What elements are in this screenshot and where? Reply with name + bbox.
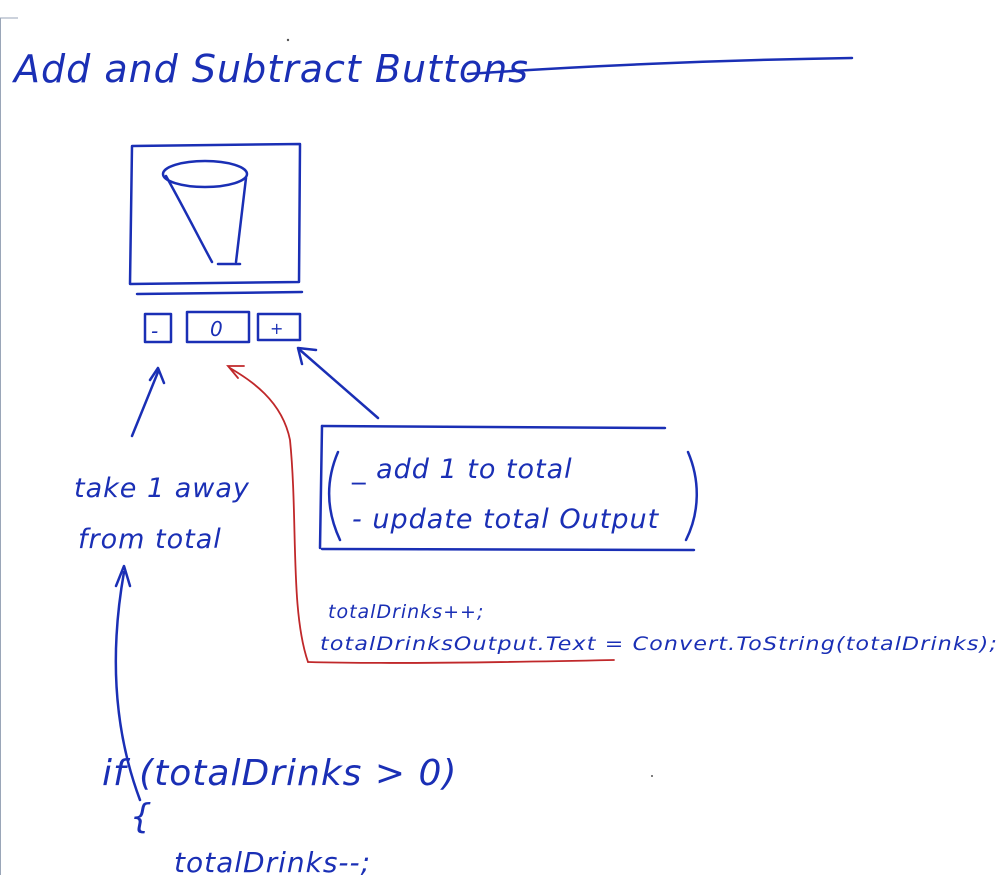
image-frame [128,142,302,286]
subtract-button[interactable]: - [143,312,173,344]
stray-mark [286,38,290,42]
total-display: 0 [185,310,251,344]
arrowhead-icon [114,564,132,588]
arrowhead-icon [226,365,245,379]
image-baseline [135,290,304,296]
stray-mark [651,775,653,777]
arrow-to-total [226,365,615,664]
arrow-to-add [296,346,380,420]
drink-image [128,142,304,296]
plus-label: + [270,319,284,338]
code-subtract-line1: if (totalDrinks > 0) [102,753,457,794]
arrow-to-subtract [130,366,166,438]
total-value: 0 [210,317,224,341]
cup-right-side [234,176,248,264]
minus-label: - [151,319,159,343]
subtract-note-line1: take 1 away [74,473,250,504]
code-subtract-line2: { [130,797,153,837]
add-note-line1: _ add 1 to total [351,454,573,485]
diagram-title: Add and Subtract Buttons [11,47,529,91]
code-subtract-line3: totalDrinks--; [174,846,371,875]
code-add-line1: totalDrinks++; [328,601,484,623]
title-underline [466,56,854,76]
cup-rim [161,159,249,189]
add-note-box: _ add 1 to total - update total Output [318,424,698,552]
arrowhead-icon [148,366,166,385]
code-underline [307,659,615,664]
cup-left-side [164,174,214,264]
code-add-line2: totalDrinksOutput.Text = Convert.ToStrin… [320,633,998,655]
arrowhead-icon [296,346,318,366]
add-note-line2: - update total Output [352,504,660,535]
subtract-note-line2: from total [78,524,222,555]
arrow-to-subtract-note [114,564,142,802]
add-button[interactable]: + [256,312,302,342]
